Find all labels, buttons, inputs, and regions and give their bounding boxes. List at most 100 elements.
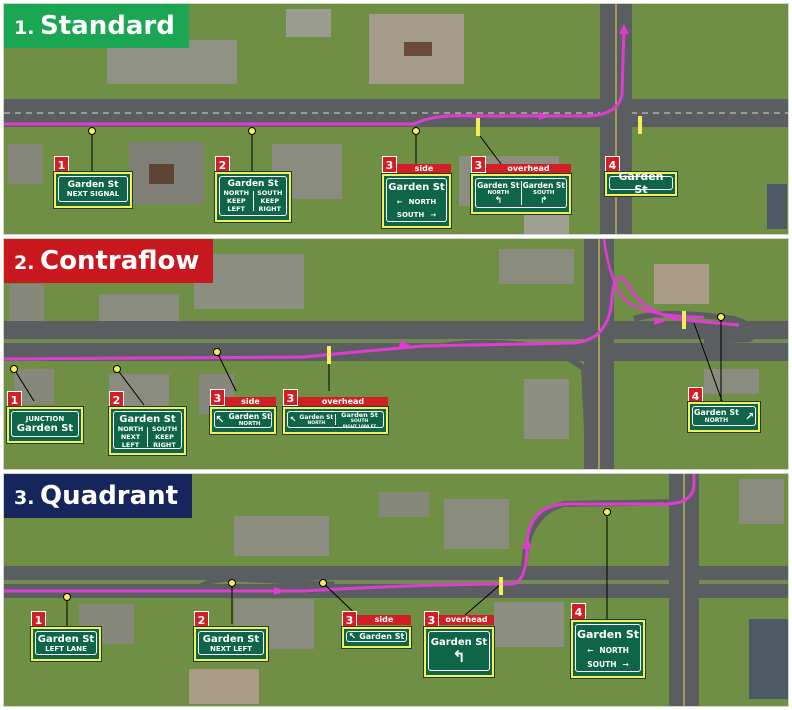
panel-quadrant: 3. Quadrant 1 Garden St LEFT LANE 2 Gard… — [3, 473, 789, 707]
panel-title: 3. Quadrant — [4, 474, 193, 518]
panel-title: 2. Contraflow — [4, 239, 214, 283]
sign-badge: 3 — [471, 156, 486, 173]
sign-advance: Garden St LEFT LANE — [30, 626, 102, 662]
sign-badge: 2 — [109, 391, 124, 408]
arrow-right-icon: → — [622, 659, 629, 669]
sign-keep: Garden St NORTH KEEP LEFT SOUTH KEEP RIG… — [214, 171, 292, 223]
sign-text: NORTH — [408, 197, 437, 206]
sign-title: Garden St — [16, 422, 74, 434]
sign-text: NORTH — [599, 645, 629, 655]
turn-right-icon: ↱ — [539, 195, 548, 206]
sign-text: KEEP — [155, 433, 174, 441]
sign-overhead: Garden St NORTH ↰ Garden St SOUTH ↱ — [470, 173, 572, 215]
sign-text: SOUTH — [151, 425, 178, 433]
sign-text: LEFT — [121, 441, 140, 449]
turn-left-icon: ↰ — [494, 195, 503, 206]
arrow-left-icon: ← — [587, 645, 594, 655]
sign-text: LEFT — [227, 205, 245, 213]
sign-advance: JUNCTION Garden St — [6, 406, 84, 444]
sign-title: Garden St — [388, 181, 445, 193]
panel-standard: 1. Standard 1 Garden St NEXT SIGNAL 2 Ga… — [3, 3, 789, 235]
arrow-left-icon: ← — [396, 197, 403, 206]
sign-text: SOUTH — [350, 418, 369, 424]
arrow-up-left-icon: ↖ — [215, 413, 225, 426]
sign-next-left: Garden St NEXT LEFT — [193, 626, 269, 662]
sign-text: Garden St — [522, 180, 565, 190]
sign-subtitle: LEFT LANE — [45, 644, 87, 653]
sign-text: NORTH — [704, 417, 729, 424]
arrow-up-left-icon: ↖ — [348, 631, 357, 642]
sign-text: NORTH — [307, 420, 326, 426]
sign-badge: 4 — [571, 603, 586, 620]
sign-badge: 1 — [31, 611, 46, 628]
sign-title: Garden St — [430, 636, 488, 648]
sign-tag: side — [397, 164, 451, 174]
panel-title-text: Standard — [40, 11, 175, 41]
sign-text: NORTH — [487, 189, 510, 196]
sign-text: SOUTH — [257, 189, 283, 197]
sign-text: Garden St — [341, 410, 378, 419]
sign-tag: side — [225, 397, 276, 407]
sign-title: Garden St — [693, 408, 739, 417]
sign-title: Garden St — [576, 627, 640, 641]
sign-text: SOUTH — [533, 189, 555, 196]
sign-title: Garden St — [67, 180, 119, 190]
sign-title: Garden St — [119, 414, 176, 425]
sign-subtitle: JUNCTION — [25, 414, 65, 423]
sign-badge: 3 — [210, 389, 225, 406]
panel-number: 3. — [14, 487, 35, 509]
panel-number: 1. — [14, 17, 35, 39]
turn-left-icon: ↰ — [452, 646, 466, 666]
sign-title: Garden St — [202, 633, 260, 645]
sign-side: ↖ Garden St NORTH — [209, 406, 277, 435]
panel-number: 2. — [14, 252, 35, 274]
sign-subtitle: NEXT SIGNAL — [66, 190, 120, 198]
map-standard — [4, 4, 788, 234]
sign-junction: Garden St ←NORTH SOUTH→ — [570, 619, 646, 679]
panel-title: 1. Standard — [4, 4, 189, 48]
sign-text: RIGHT — [258, 205, 282, 213]
sign-text: NEXT — [120, 433, 141, 441]
sign-text: NORTH — [223, 189, 250, 197]
sign-junction: Garden St — [604, 170, 678, 197]
sign-badge: 3 — [342, 611, 357, 628]
sign-tag: overhead — [486, 164, 571, 174]
sign-text: Garden St — [299, 413, 334, 421]
sign-text: RIGHT 1000 FT — [342, 423, 377, 429]
sign-overhead: Garden St ↰ — [423, 626, 495, 678]
sign-title: Garden St — [227, 179, 279, 189]
sign-title: Garden St — [618, 170, 664, 196]
sign-subtitle: NEXT LEFT — [209, 644, 253, 653]
sign-badge: 3 — [283, 389, 298, 406]
sign-tag: overhead — [298, 397, 388, 407]
panel-title-text: Contraflow — [40, 246, 200, 276]
sign-advance: Garden St NEXT SIGNAL — [53, 171, 133, 209]
panel-title-text: Quadrant — [40, 481, 179, 511]
sign-badge: 1 — [7, 391, 22, 408]
sign-text: KEEP — [226, 197, 246, 205]
sign-text: Garden St — [477, 180, 520, 190]
sign-title: Garden St — [359, 632, 405, 641]
sign-text: NORTH — [238, 421, 261, 427]
sign-side: Garden St ← NORTH SOUTH → — [381, 173, 452, 229]
arrow-up-right-icon: ↗ — [744, 409, 755, 423]
sign-badge: 3 — [382, 156, 397, 173]
sign-side: ↖ Garden St — [341, 626, 412, 649]
sign-badge: 1 — [54, 156, 69, 173]
sign-tag: overhead — [439, 615, 494, 625]
sign-overhead: ↖ Garden St NORTH Garden St SOUTH RIGHT … — [282, 406, 389, 435]
panel-contraflow: 2. Contraflow 1 JUNCTION Garden St 2 Gar… — [3, 238, 789, 470]
arrow-up-left-icon: ↖ — [289, 415, 297, 424]
sign-keep: Garden St NORTH NEXT LEFT SOUTH KEEP RIG… — [108, 406, 187, 456]
sign-text: RIGHT — [153, 441, 176, 449]
sign-badge: 2 — [215, 156, 230, 173]
arrow-right-icon: → — [430, 210, 437, 219]
sign-badge: 3 — [424, 611, 439, 628]
sign-text: NORTH — [117, 425, 144, 433]
sign-text: KEEP — [260, 197, 280, 205]
sign-junction: Garden St NORTH ↗ — [687, 401, 761, 433]
sign-badge: 2 — [194, 611, 209, 628]
sign-text: SOUTH — [396, 210, 425, 219]
sign-title: Garden St — [228, 412, 271, 421]
sign-tag: side — [357, 615, 411, 625]
